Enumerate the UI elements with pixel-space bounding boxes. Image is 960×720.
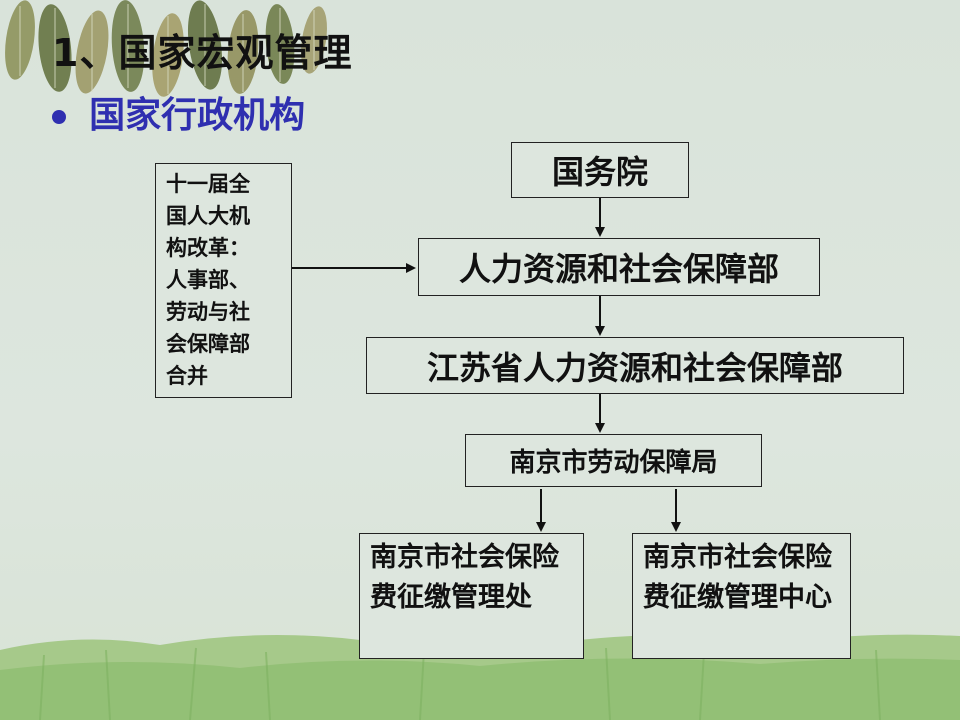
- bullet-icon: [52, 109, 66, 124]
- node-mohrss: 人力资源和社会保障部: [418, 238, 820, 296]
- node-nanjing-center: 南京市社会保险费征缴管理中心: [632, 533, 851, 659]
- node-jiangsu-hrss: 江苏省人力资源和社会保障部: [366, 337, 904, 394]
- slide-title: 1、国家宏观管理: [52, 31, 353, 75]
- node-state-council: 国务院: [511, 142, 689, 198]
- node-nanjing-bureau: 南京市劳动保障局: [465, 434, 762, 487]
- bullet-item: 国家行政机构: [52, 86, 305, 138]
- node-nanjing-office: 南京市社会保险费征缴管理处: [359, 533, 584, 659]
- leaf-decoration: [5, 0, 327, 97]
- side-note-reform: 十一届全 国人大机 构改革： 人事部、 劳动与社 会保障部 合并: [155, 163, 292, 398]
- bullet-text: 国家行政机构: [89, 95, 306, 136]
